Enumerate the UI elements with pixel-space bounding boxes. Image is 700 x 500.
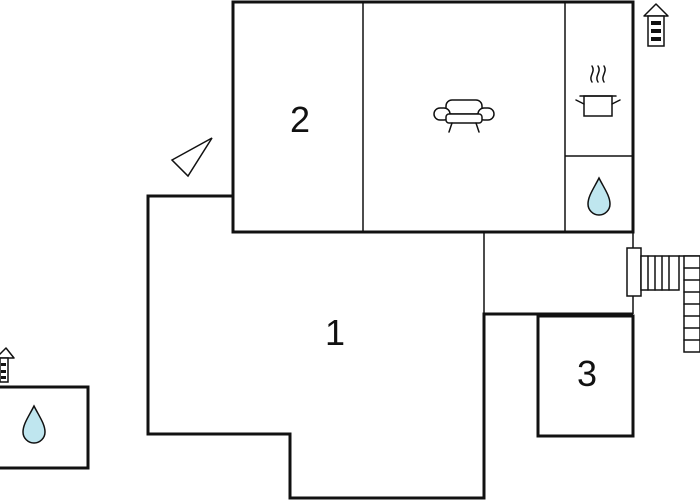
- cooking-pot-icon: [575, 65, 621, 117]
- room-2-number: 2: [290, 99, 310, 140]
- room-1-walls: [146, 194, 633, 500]
- sofa-icon: [433, 99, 495, 133]
- compass-triangle-icon: [170, 137, 213, 178]
- house-marker-left-icon: [0, 347, 15, 383]
- room-3-number: 3: [577, 353, 597, 394]
- top-wing-walls: [231, 0, 635, 234]
- pool-drop-icon: [22, 404, 46, 444]
- room-3-walls: [536, 314, 635, 438]
- room-1-number: 1: [325, 312, 345, 353]
- pool-box: [0, 385, 90, 470]
- entrance-stairs-icon: [626, 247, 700, 353]
- house-marker-top-icon: [643, 3, 669, 47]
- bathroom-drop-icon: [587, 176, 611, 216]
